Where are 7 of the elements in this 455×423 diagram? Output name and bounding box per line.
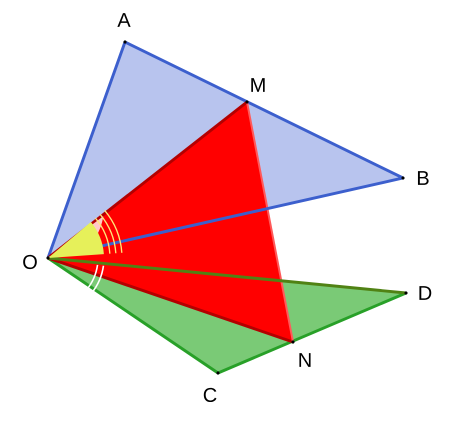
point-label: O xyxy=(23,254,37,270)
point-label: D xyxy=(419,286,432,300)
point-label: B xyxy=(418,171,429,185)
point-label: M xyxy=(251,78,265,92)
point-label: N xyxy=(299,353,311,367)
point-label: C xyxy=(204,388,216,402)
point-label: A xyxy=(117,13,131,27)
